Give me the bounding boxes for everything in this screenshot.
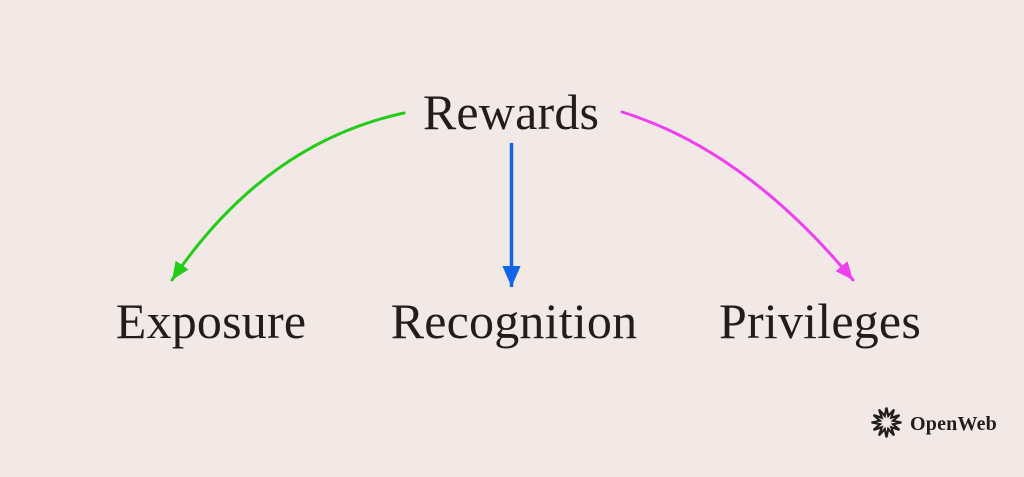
arrow-rewards-to-exposure [170,111,406,282]
node-rewards: Rewards [422,84,600,140]
openweb-logo-text: OpenWeb [910,412,997,435]
openweb-logo: OpenWeb [870,406,997,439]
arrow-rewards-to-privileges [620,110,855,282]
node-privileges: Privileges [719,293,921,349]
node-exposure: Exposure [115,293,307,349]
openweb-starburst-icon [871,407,902,438]
node-recognition: Recognition [390,293,638,349]
